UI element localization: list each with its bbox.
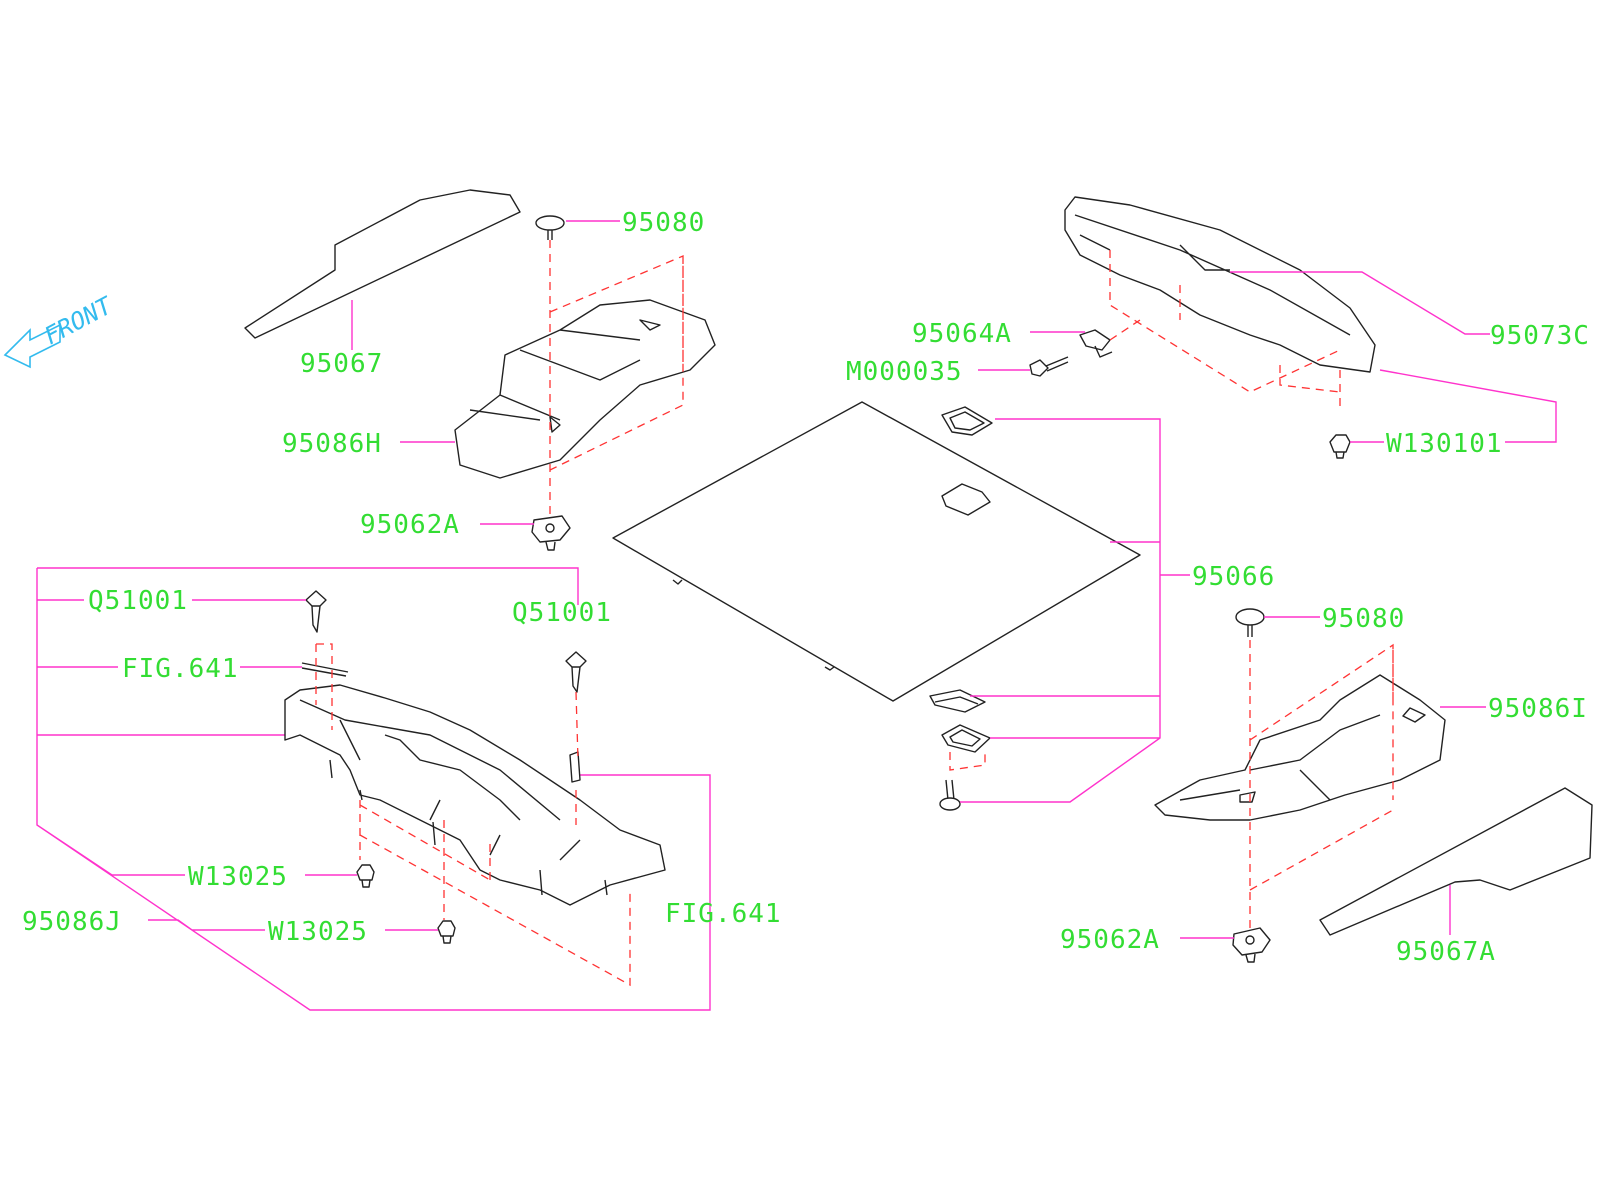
clip-w13025-upper bbox=[356, 864, 375, 888]
label-95080-lower: 95080 bbox=[1322, 604, 1405, 634]
part-95086h bbox=[454, 299, 716, 479]
part-95073c bbox=[1064, 196, 1376, 373]
label-m000035: M000035 bbox=[846, 357, 963, 387]
label-w130101: W130101 bbox=[1386, 429, 1503, 459]
label-95064a: 95064A bbox=[912, 319, 1012, 349]
label-95062a-lower: 95062A bbox=[1060, 925, 1160, 955]
label-fig641-upper: FIG.641 bbox=[122, 654, 239, 684]
clip-95062a-upper bbox=[531, 515, 571, 551]
label-95086i: 95086I bbox=[1488, 694, 1588, 724]
bolt-m000035 bbox=[1029, 356, 1069, 377]
screw-q51001-right bbox=[565, 651, 587, 693]
label-95086h: 95086H bbox=[282, 429, 382, 459]
part-95086i bbox=[1154, 674, 1446, 821]
label-95067a: 95067A bbox=[1396, 937, 1496, 967]
handle-95066 bbox=[941, 724, 991, 771]
part-95066 bbox=[612, 401, 1141, 702]
label-q51001-right: Q51001 bbox=[512, 598, 612, 628]
label-95067: 95067 bbox=[300, 349, 383, 379]
part-95067 bbox=[244, 189, 521, 339]
fig641-bar-lower bbox=[569, 751, 581, 783]
clip-95064a bbox=[1079, 329, 1113, 358]
fig641-bar-upper bbox=[301, 662, 349, 677]
part-95086j bbox=[284, 684, 666, 906]
clip-w13025-lower bbox=[437, 920, 456, 944]
label-95066: 95066 bbox=[1192, 562, 1275, 592]
clip-w130101 bbox=[1329, 434, 1351, 459]
label-95080-upper: 95080 bbox=[622, 208, 705, 238]
label-95086j: 95086J bbox=[22, 907, 122, 937]
clip-95080-upper bbox=[535, 215, 565, 240]
clip-95062a-lower bbox=[1232, 927, 1271, 963]
label-w13025-lower: W13025 bbox=[268, 917, 368, 947]
label-95062a-upper: 95062A bbox=[360, 510, 460, 540]
front-label: FRONT bbox=[40, 291, 118, 350]
bracket-95066 bbox=[929, 689, 986, 713]
label-95073c: 95073C bbox=[1490, 321, 1590, 351]
clip-95080-lower bbox=[1235, 608, 1265, 637]
hatch-cover-95066 bbox=[941, 406, 993, 436]
screw-q51001-left bbox=[305, 590, 327, 633]
label-fig641-lower: FIG.641 bbox=[665, 899, 782, 929]
front-arrow-icon bbox=[3, 323, 61, 369]
screw-95066 bbox=[939, 779, 961, 811]
label-w13025-upper: W13025 bbox=[188, 862, 288, 892]
part-95067a bbox=[1319, 787, 1593, 936]
label-q51001-left: Q51001 bbox=[88, 586, 188, 616]
